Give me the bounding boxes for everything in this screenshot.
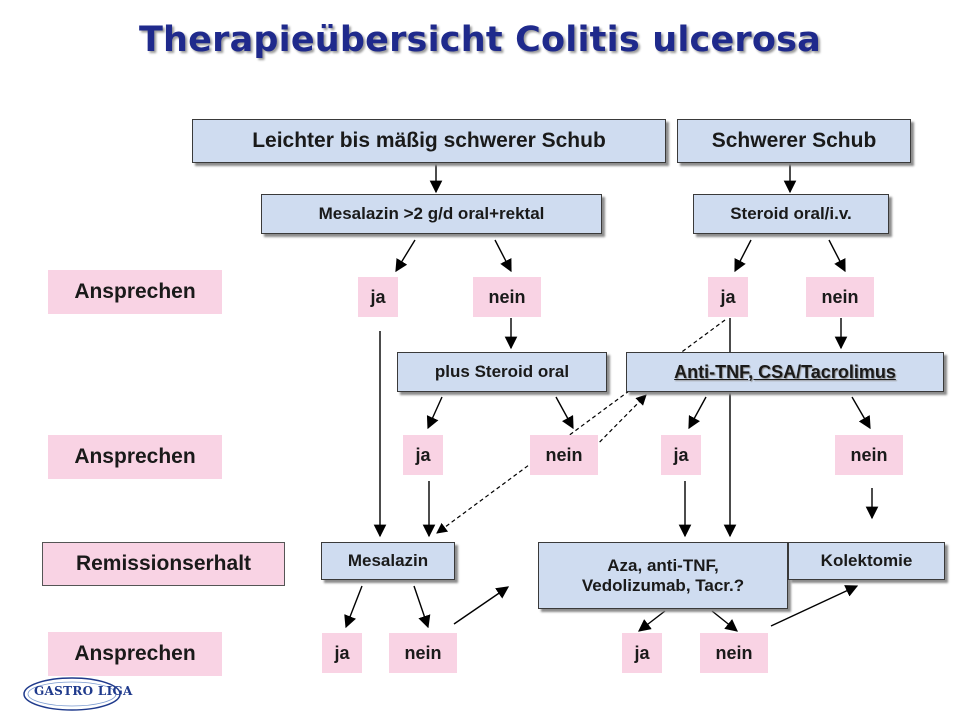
arrow-mesalazin-to-ja3 [344, 585, 363, 629]
arrow-plus-steroid-to-nein [555, 396, 574, 430]
arrow-aza-to-ja3 [638, 610, 666, 632]
aza-anti-tnf-box: Aza, anti-TNF, Vedolizumab, Tacr.? [538, 542, 788, 609]
answer-ja: ja [403, 435, 443, 475]
mesalazin-maintenance-box: Mesalazin [321, 542, 455, 580]
arrow-aza-to-nein3 [711, 610, 738, 632]
answer-ja: ja [708, 277, 748, 317]
answer-nein: nein [806, 277, 874, 317]
answer-ja: ja [358, 277, 398, 317]
page-title: Therapieübersicht Colitis ulcerosa [138, 20, 821, 60]
arrow-nein3-to-kolektomie [770, 585, 859, 627]
gastro-liga-logo [23, 677, 121, 711]
arrow-nein3-to-aza [453, 586, 510, 625]
kolektomie-box: Kolektomie [788, 542, 945, 580]
steroid-oral-iv-box: Steroid oral/i.v. [693, 194, 889, 234]
answer-nein: nein [473, 277, 541, 317]
row-label-remissionserhalt: Remissionserhalt [42, 542, 285, 586]
severe-flare-box: Schwerer Schub [677, 119, 911, 163]
arrow-mesalazin-to-nein3 [413, 585, 431, 629]
row-label-ansprechen-2: Ansprechen [48, 435, 222, 479]
arrow-mesalazin-to-nein [494, 239, 512, 273]
answer-nein: nein [700, 633, 768, 673]
arrow-steroid-to-nein [828, 239, 846, 273]
answer-ja: ja [622, 633, 662, 673]
mild-flare-box: Leichter bis mäßig schwerer Schub [192, 119, 666, 163]
arrow-anti-tnf-to-ja [688, 396, 707, 430]
anti-tnf-box: Anti-TNF, CSA/Tacrolimus [626, 352, 944, 392]
answer-ja: ja [661, 435, 701, 475]
row-label-ansprechen-3: Ansprechen [48, 632, 222, 676]
plus-steroid-box: plus Steroid oral [397, 352, 607, 392]
answer-nein: nein [530, 435, 598, 475]
answer-nein: nein [389, 633, 457, 673]
arrow-mesalazin-to-ja [395, 239, 416, 273]
row-label-ansprechen-1: Ansprechen [48, 270, 222, 314]
logo-text: GASTRO LIGA [34, 684, 133, 698]
arrow-anti-tnf-to-nein [851, 396, 871, 430]
arrow-plus-steroid-to-ja [426, 396, 443, 430]
mesalazin-high-dose-box: Mesalazin >2 g/d oral+rektal [261, 194, 602, 234]
answer-ja: ja [322, 633, 362, 673]
answer-nein: nein [835, 435, 903, 475]
arrow-steroid-to-ja [734, 239, 752, 273]
anti-tnf-label: Anti-TNF, CSA/Tacrolimus [674, 361, 896, 382]
